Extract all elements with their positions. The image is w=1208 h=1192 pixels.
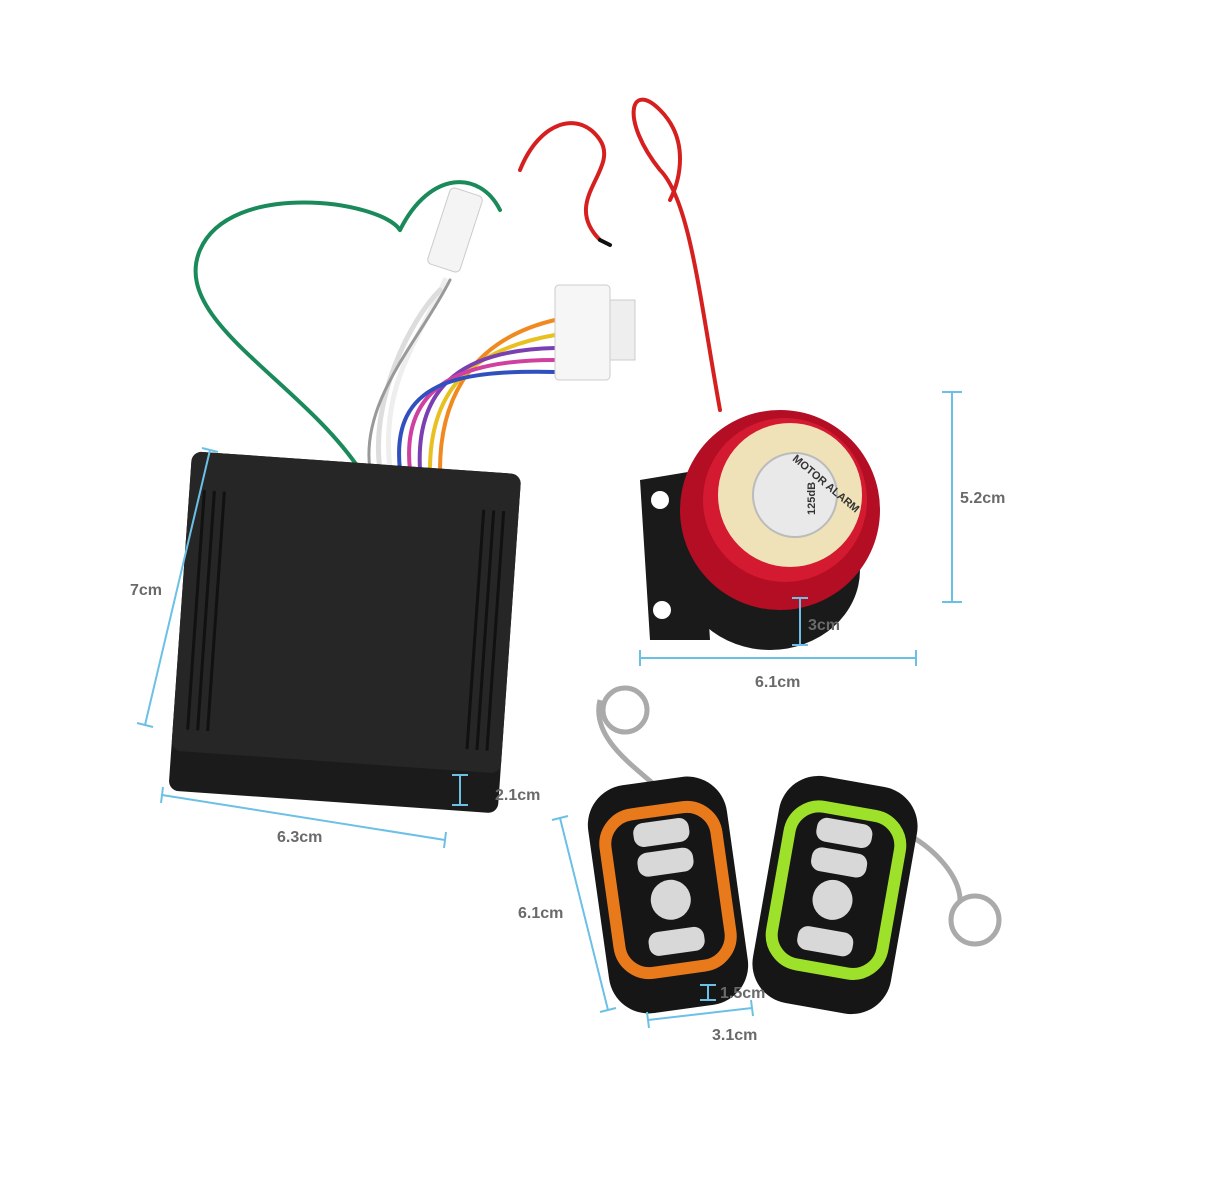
siren-width-label: 6.1cm	[755, 674, 800, 691]
remote-width-label: 3.1cm	[712, 1027, 757, 1044]
box-depth-label: 2.1cm	[495, 787, 540, 804]
alarm-siren: MOTOR ALARM 125dB	[640, 410, 880, 650]
remote-key-fob-orange	[587, 685, 749, 1014]
siren-db-text: 125dB	[806, 482, 818, 515]
box-height-label: 7cm	[130, 582, 162, 599]
box-width-label: 6.3cm	[277, 829, 322, 846]
remote-key-fob-green	[752, 775, 1002, 1015]
dimension-lines	[136, 391, 962, 1029]
wire-harness	[193, 97, 722, 473]
connectors	[427, 187, 636, 381]
remote-height-label: 6.1cm	[518, 905, 563, 922]
siren-height-label: 5.2cm	[960, 490, 1005, 507]
alarm-control-box	[169, 451, 521, 813]
dimension-labels: 7cm 6.3cm 2.1cm 5.2cm 3cm 6.1cm 6.1cm 1.…	[130, 490, 1005, 1044]
remote-depth-label: 1.5cm	[720, 985, 765, 1002]
siren-depth-label: 3cm	[808, 617, 840, 634]
